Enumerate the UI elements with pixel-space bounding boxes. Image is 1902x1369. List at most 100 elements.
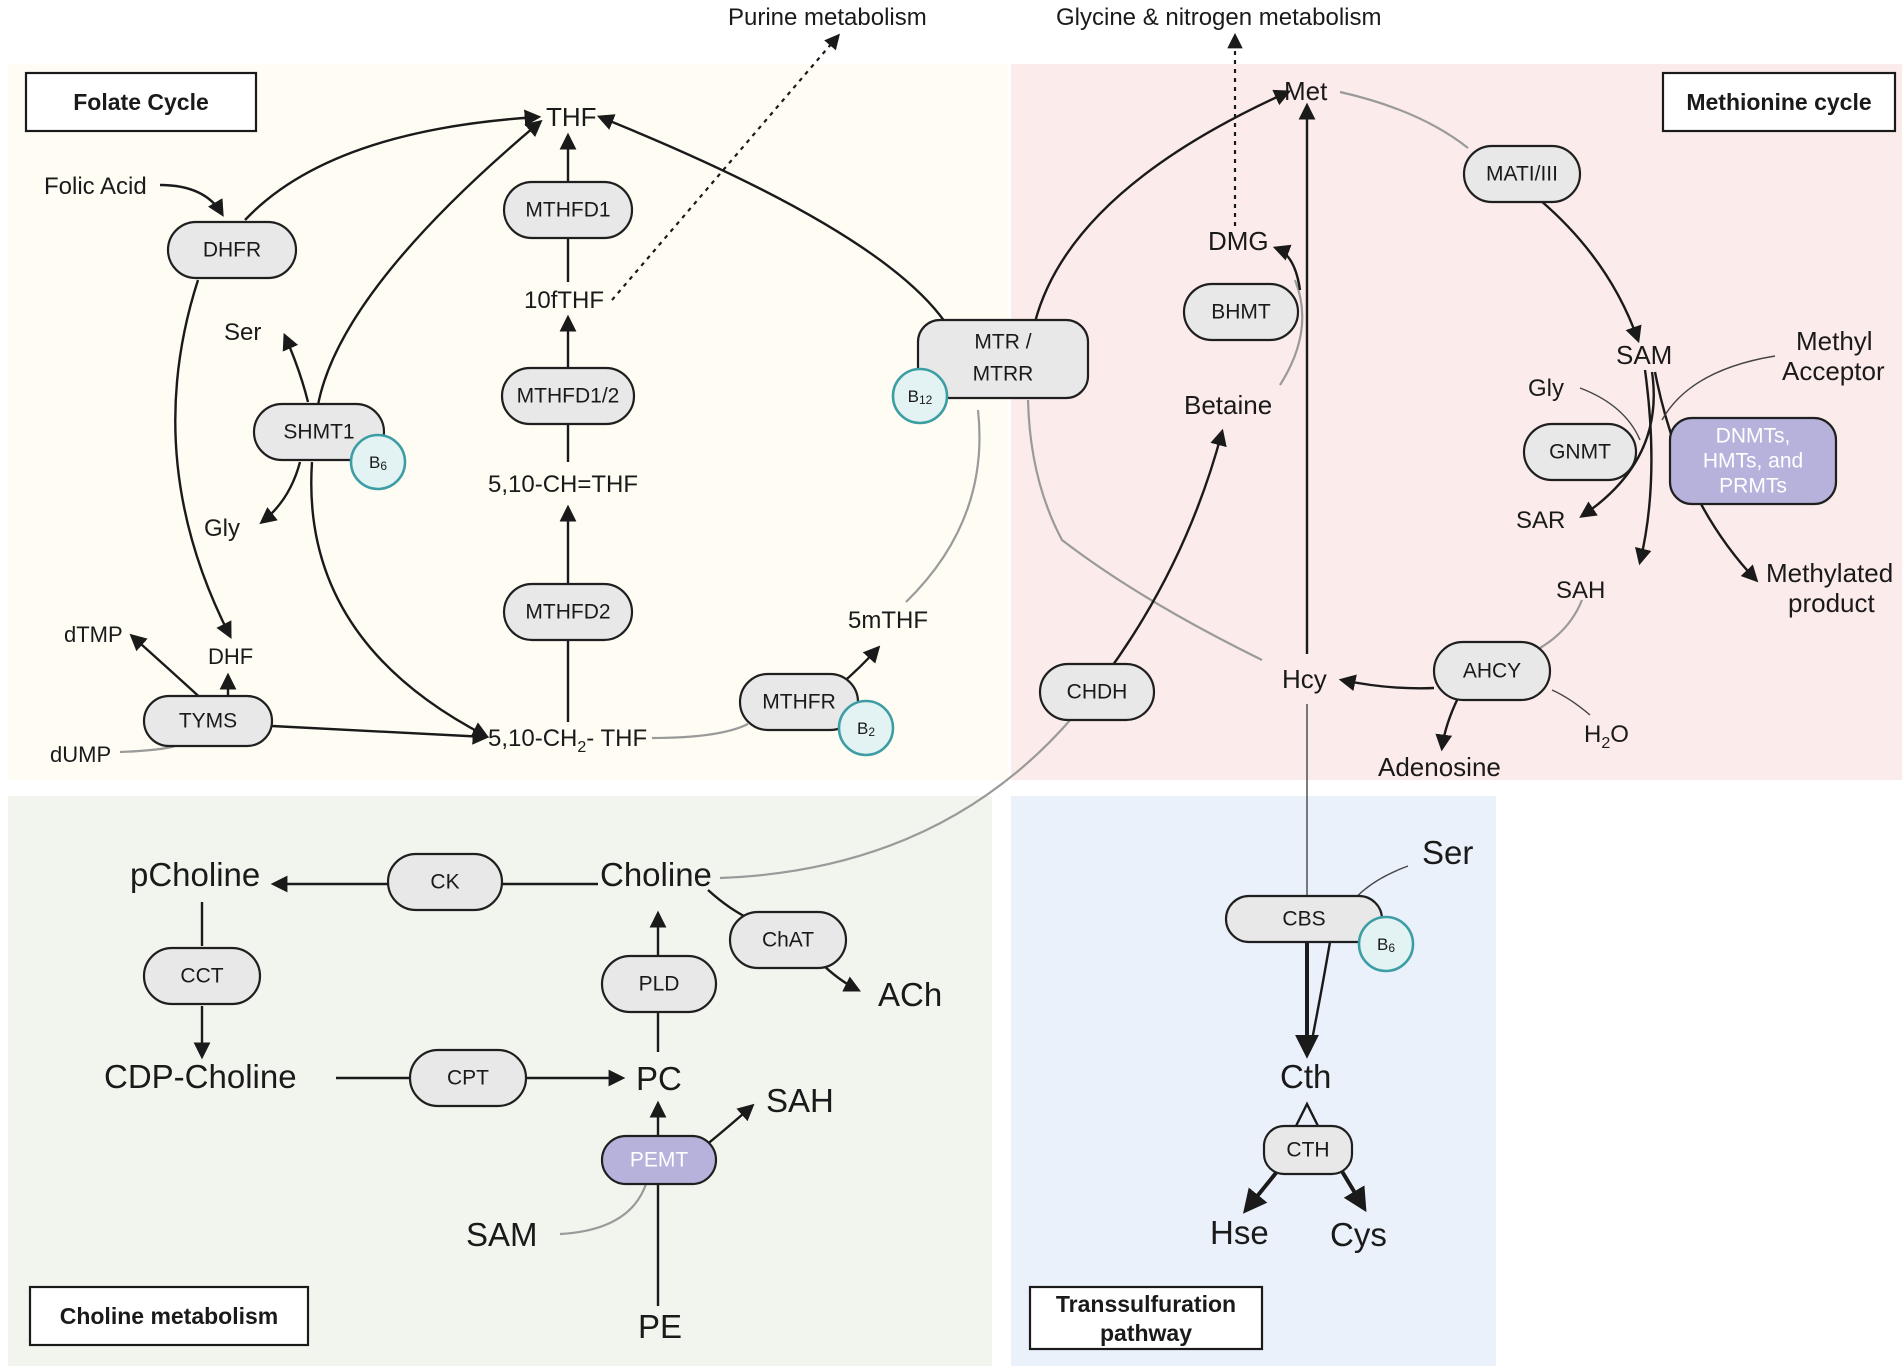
metabolite-met: Met <box>1284 76 1328 106</box>
metabolite-dmg: DMG <box>1208 226 1269 256</box>
metabolite-dhf: DHF <box>208 644 253 669</box>
svg-text:MTRR: MTRR <box>973 363 1034 386</box>
svg-text:Folate Cycle: Folate Cycle <box>73 89 209 115</box>
metabolite-ach: ACh <box>878 976 942 1013</box>
svg-text:B6: B6 <box>369 453 387 474</box>
enzyme-bhmt: BHMT <box>1182 282 1300 342</box>
arrow-dhfr-to-thf <box>244 109 542 221</box>
arrow-ahcy-to-adenosine <box>1435 697 1460 752</box>
svg-text:AHCY: AHCY <box>1463 660 1521 683</box>
svg-text:PRMTs: PRMTs <box>1719 475 1787 498</box>
line-met-to-mat <box>1339 90 1469 149</box>
svg-text:SHMT1: SHMT1 <box>283 421 354 444</box>
transsulfuration-title: Transsulfuration pathway <box>1028 1285 1264 1351</box>
arrow-cth-to-hse <box>1242 1166 1282 1214</box>
enzyme-dnmts-hmts-prmts: DNMTs, HMTs, and PRMTs <box>1668 416 1838 506</box>
svg-text:MTHFD2: MTHFD2 <box>525 601 610 624</box>
enzyme-gnmt: GNMT <box>1522 422 1638 482</box>
arrow-shmt1-to-methylene-thf <box>310 461 489 738</box>
svg-text:GNMT: GNMT <box>1549 441 1611 464</box>
svg-text:Choline metabolism: Choline metabolism <box>60 1303 279 1329</box>
metabolite-pc: PC <box>636 1060 682 1097</box>
metabolite-pe: PE <box>638 1308 682 1345</box>
metabolite-dump: dUMP <box>50 742 111 767</box>
metabolite-methylene-thf: 5,10-CH2- THF <box>488 725 647 756</box>
line-5mthf-to-mtr <box>905 409 981 603</box>
line-sah-to-ahcy <box>1539 599 1584 649</box>
svg-text:HMTs, and: HMTs, and <box>1703 450 1803 473</box>
enzyme-cbs: CBS <box>1224 894 1384 944</box>
folate-cycle-region <box>8 64 1008 780</box>
enzyme-pemt: PEMT <box>600 1134 718 1186</box>
metabolite-gly-methionine: Gly <box>1528 375 1564 402</box>
enzyme-cct: CCT <box>142 946 262 1006</box>
svg-text:B12: B12 <box>908 387 933 408</box>
glycine-nitrogen-metabolism-label: Glycine & nitrogen metabolism <box>1056 4 1381 31</box>
enzyme-mthfd2: MTHFD2 <box>502 582 634 642</box>
purine-metabolism-label: Purine metabolism <box>728 4 927 31</box>
methionine-cycle-title: Methionine cycle <box>1661 71 1897 133</box>
enzyme-shmt1: SHMT1 <box>252 402 386 462</box>
metabolite-sah-methionine: SAH <box>1556 577 1605 604</box>
enzyme-cpt: CPT <box>408 1048 528 1108</box>
enzyme-mtr-mtrr: MTR / MTRR <box>916 318 1090 400</box>
metabolite-labels: THF Folic Acid Ser Gly 10fTHF 5,10-CH=TH… <box>44 76 1893 1345</box>
enzyme-ck: CK <box>386 852 504 912</box>
svg-text:CCT: CCT <box>180 965 223 988</box>
metabolite-thf: THF <box>546 102 597 132</box>
line-gly-to-gnmt <box>1579 387 1641 441</box>
arrow-sam-to-sar <box>1579 371 1655 518</box>
metabolite-methylated-1: Methylated <box>1766 558 1893 588</box>
metabolite-gly-folate: Gly <box>204 515 240 542</box>
cofactor-b2-mthfr: B2 <box>837 699 895 757</box>
line-betaine-to-bhmt <box>1279 279 1304 386</box>
line-methylene-thf-to-mthfr <box>651 723 749 740</box>
metabolite-methyl-acceptor-2: Acceptor <box>1782 356 1885 386</box>
enzyme-pld: PLD <box>600 954 718 1014</box>
svg-text:CK: CK <box>430 871 459 894</box>
svg-text:ChAT: ChAT <box>762 929 814 952</box>
enzyme-chat: ChAT <box>728 910 848 970</box>
svg-text:pathway: pathway <box>1100 1320 1192 1346</box>
metabolite-methyl-acceptor-1: Methyl <box>1796 326 1873 356</box>
enzymes: DHFR SHMT1 MTHFD1 MTHFD1/2 MTHFD2 TYMS M… <box>142 144 1838 1186</box>
arrow-cbs-to-cth-curve <box>1308 941 1332 1051</box>
connectors <box>119 32 1776 1306</box>
enzyme-mthfd1-2: MTHFD1/2 <box>500 366 636 426</box>
svg-text:CHDH: CHDH <box>1067 681 1128 704</box>
svg-text:TYMS: TYMS <box>179 710 237 733</box>
svg-text:PEMT: PEMT <box>630 1149 689 1172</box>
choline-metabolism-title: Choline metabolism <box>28 1285 310 1347</box>
arrow-ahcy-to-hcy <box>1338 674 1435 691</box>
arrow-shmt1-to-thf <box>316 119 543 406</box>
metabolite-sah-choline: SAH <box>766 1082 834 1119</box>
arrow-10fthf-to-purine <box>611 33 841 301</box>
arrow-mtr-to-thf <box>596 114 946 323</box>
arrow-sam-to-sah <box>1635 369 1653 566</box>
svg-text:BHMT: BHMT <box>1211 301 1271 324</box>
svg-text:MATI/III: MATI/III <box>1486 163 1558 186</box>
line-h2o-to-ahcy <box>1551 689 1591 716</box>
svg-text:MTHFR: MTHFR <box>762 691 835 714</box>
enzyme-dhfr: DHFR <box>166 220 298 280</box>
svg-text:Transsulfuration: Transsulfuration <box>1056 1291 1236 1317</box>
arrow-bhmt-to-dmg <box>1272 244 1302 291</box>
metabolite-ser-trans: Ser <box>1422 834 1473 871</box>
metabolite-sar: SAR <box>1516 507 1565 534</box>
arrow-tyms-to-methylene-thf <box>271 724 490 745</box>
metabolite-folic-acid: Folic Acid <box>44 173 147 200</box>
cofactor-b6-cbs: B6 <box>1357 915 1415 973</box>
metabolite-betaine: Betaine <box>1184 390 1272 420</box>
metabolite-10fthf: 10fTHF <box>524 287 604 314</box>
enzyme-mthfr: MTHFR <box>738 672 860 732</box>
enzyme-cth: CTH <box>1262 1124 1354 1176</box>
metabolite-sam-methionine: SAM <box>1616 340 1672 370</box>
arrow-dhfr-to-dhf <box>174 279 232 639</box>
line-methyl-acceptor <box>1661 355 1776 421</box>
metabolite-methenyl-thf: 5,10-CH=THF <box>488 471 638 498</box>
metabolite-choline: Choline <box>600 856 712 893</box>
arrow-mat-to-sam <box>1539 199 1642 344</box>
metabolite-cys: Cys <box>1330 1216 1387 1253</box>
line-hcy-to-mtr <box>1026 399 1263 661</box>
